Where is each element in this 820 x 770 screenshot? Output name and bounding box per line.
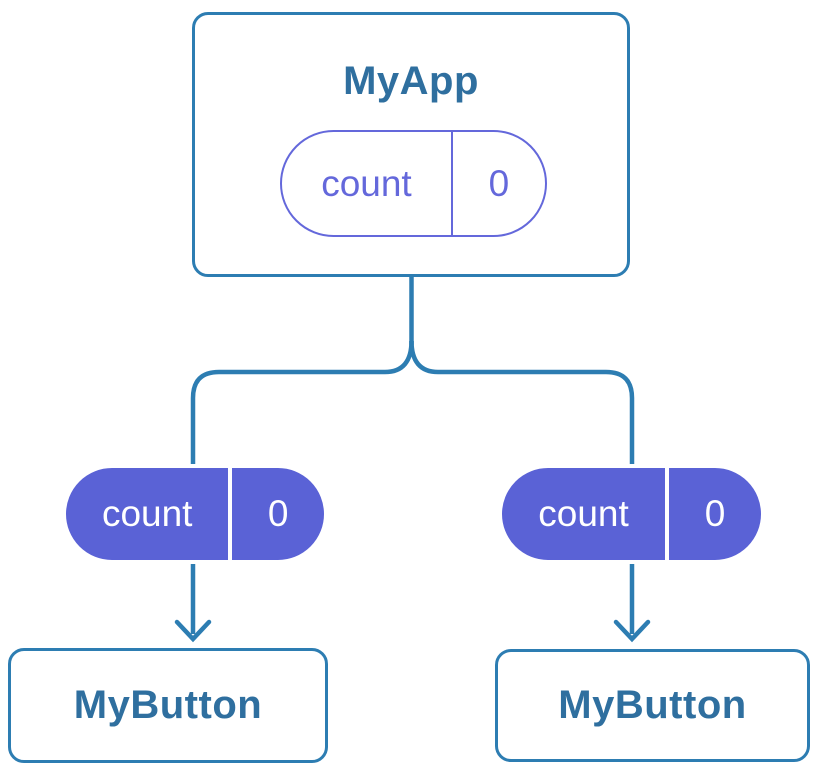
prop-pill-right: count 0 xyxy=(498,464,765,564)
component-title-myapp: MyApp xyxy=(343,59,479,103)
state-pill-value: 0 xyxy=(488,162,510,204)
prop-pill-left-value: 0 xyxy=(267,493,289,534)
component-node-mybutton-left: MyButton xyxy=(8,648,328,763)
prop-pill-left: count 0 xyxy=(62,464,328,564)
arrow-right-head xyxy=(613,619,651,643)
state-pill: count 0 xyxy=(280,130,547,237)
connector-branch-right xyxy=(409,340,635,468)
prop-pill-right-name: count xyxy=(502,468,670,560)
prop-pill-left-name: count xyxy=(66,468,233,560)
component-node-mybutton-right: MyButton xyxy=(495,649,810,762)
component-node-myapp: MyApp count 0 xyxy=(192,12,630,277)
component-title-mybutton-left: MyButton xyxy=(73,683,263,727)
state-pill-name: count xyxy=(282,132,453,235)
arrow-left-head xyxy=(174,619,212,643)
component-title-mybutton-right: MyButton xyxy=(558,683,747,727)
connector-branch-left xyxy=(190,340,414,468)
prop-pill-right-value: 0 xyxy=(704,493,726,534)
